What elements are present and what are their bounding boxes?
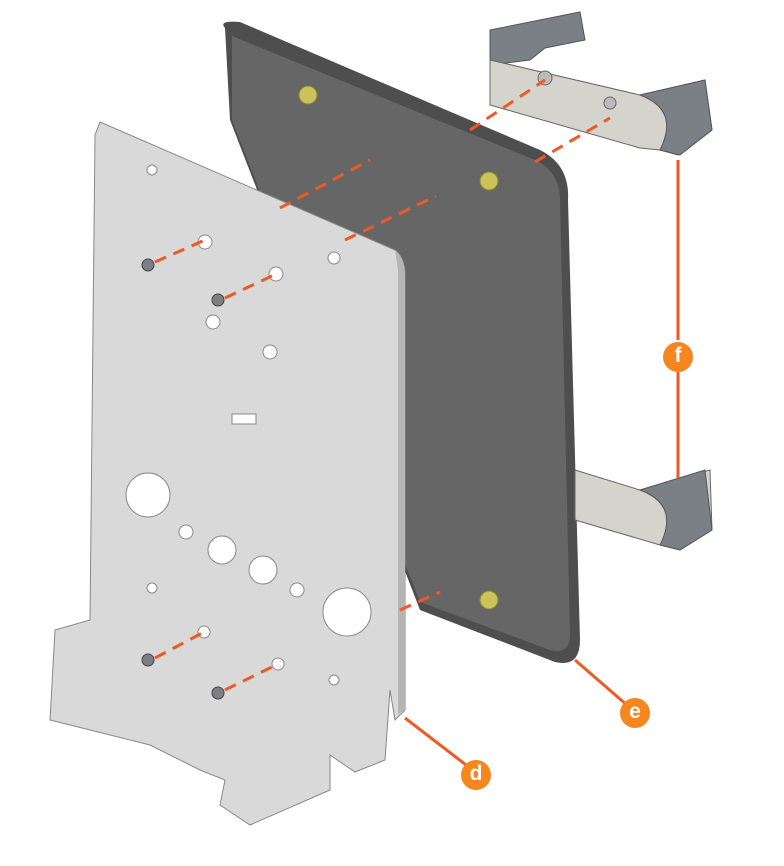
callout-f: f (663, 342, 693, 372)
bottom-clamp-bracket (574, 469, 713, 551)
callout-e: e (620, 698, 650, 728)
callout-d: d (461, 760, 491, 790)
assembly-dashed-lines (154, 78, 611, 692)
top-clamp-bracket (489, 11, 713, 156)
front-plate-d (49, 121, 406, 826)
leader-lines (404, 160, 680, 770)
